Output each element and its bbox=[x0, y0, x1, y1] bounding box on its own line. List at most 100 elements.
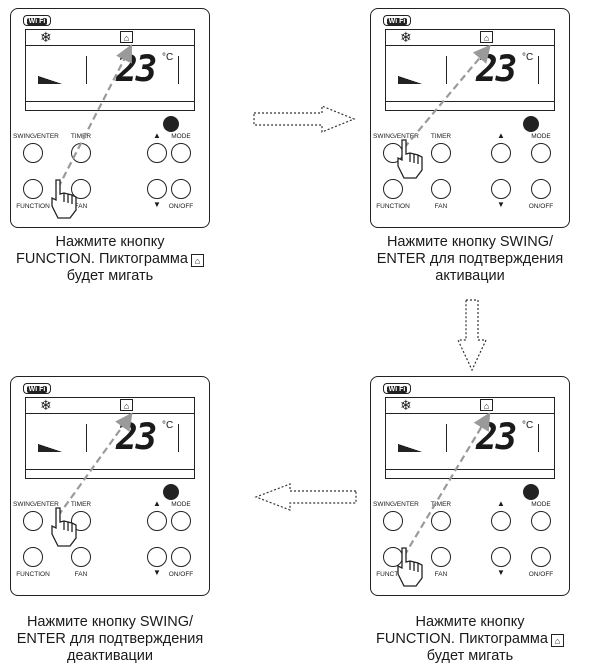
home-icon: ⌂ bbox=[480, 31, 493, 43]
pointing-hand-icon bbox=[51, 179, 77, 219]
wifi-icon: Wi Fi bbox=[23, 383, 51, 394]
home-icon: ⌂ bbox=[550, 634, 564, 647]
snowflake-icon: ❄ bbox=[400, 29, 412, 45]
indicator-led bbox=[523, 484, 539, 500]
fan-label: FAN bbox=[434, 571, 448, 578]
function-button[interactable] bbox=[23, 179, 43, 199]
dashed-pointer-3 bbox=[57, 412, 133, 517]
arrow-up-icon: ▲ bbox=[497, 131, 505, 140]
lcd-display: ❄ ⌂ 23 °C bbox=[25, 397, 195, 479]
remote-panel-step1: Wi Fi ❄ ⌂ 23 °C SWING/ENTER TIMER ▲ MODE… bbox=[10, 8, 210, 228]
function-button[interactable] bbox=[23, 547, 43, 567]
up-button[interactable] bbox=[147, 511, 167, 531]
onoff-label: ON/OFF bbox=[168, 571, 194, 578]
fan-level-icon bbox=[398, 76, 422, 84]
function-label: FUNCTION bbox=[16, 203, 50, 210]
up-button[interactable] bbox=[147, 143, 167, 163]
dashed-pointer-2 bbox=[403, 44, 491, 149]
home-icon: ⌂ bbox=[120, 31, 133, 43]
mode-button[interactable] bbox=[531, 143, 551, 163]
mode-label: MODE bbox=[171, 501, 191, 508]
fan-label: FAN bbox=[434, 203, 448, 210]
fan-button[interactable] bbox=[71, 179, 91, 199]
mode-button[interactable] bbox=[531, 511, 551, 531]
indicator-led bbox=[163, 484, 179, 500]
timer-button[interactable] bbox=[431, 511, 451, 531]
down-button[interactable] bbox=[147, 179, 167, 199]
up-button[interactable] bbox=[491, 511, 511, 531]
arrow-up-icon: ▲ bbox=[497, 499, 505, 508]
fan-label: FAN bbox=[74, 203, 88, 210]
onoff-button[interactable] bbox=[531, 547, 551, 567]
fan-button[interactable] bbox=[71, 547, 91, 567]
arrow-up-icon: ▲ bbox=[153, 499, 161, 508]
arrow-down-icon: ▼ bbox=[153, 568, 161, 577]
swing-enter-button[interactable] bbox=[23, 143, 43, 163]
lcd-display: ❄ ⌂ 23 °C bbox=[25, 29, 195, 111]
timer-label: TIMER bbox=[70, 501, 92, 508]
home-icon: ⌂ bbox=[190, 254, 204, 267]
mode-label: MODE bbox=[171, 133, 191, 140]
swing-enter-label: SWING/ENTER bbox=[373, 133, 419, 140]
mode-button[interactable] bbox=[171, 143, 191, 163]
down-button[interactable] bbox=[491, 547, 511, 567]
home-icon: ⌂ bbox=[120, 399, 133, 411]
function-label: FUNCTION bbox=[376, 571, 410, 578]
wifi-icon: Wi Fi bbox=[23, 15, 51, 26]
caption-step2: Нажмите кнопку SWING/ ENTER для подтверж… bbox=[376, 234, 564, 284]
swing-enter-label: SWING/ENTER bbox=[13, 501, 59, 508]
onoff-button[interactable] bbox=[171, 547, 191, 567]
temperature-unit: °C bbox=[522, 420, 534, 431]
temperature-unit: °C bbox=[162, 420, 174, 431]
up-button[interactable] bbox=[491, 143, 511, 163]
snowflake-icon: ❄ bbox=[400, 397, 412, 413]
mode-label: MODE bbox=[531, 133, 551, 140]
dashed-pointer-1 bbox=[57, 44, 133, 189]
fan-button[interactable] bbox=[431, 547, 451, 567]
mode-button[interactable] bbox=[171, 511, 191, 531]
temperature-unit: °C bbox=[522, 52, 534, 63]
timer-button[interactable] bbox=[431, 143, 451, 163]
indicator-led bbox=[523, 116, 539, 132]
snowflake-icon: ❄ bbox=[40, 29, 52, 45]
swing-enter-button[interactable] bbox=[383, 511, 403, 531]
pointing-hand-icon bbox=[51, 507, 77, 547]
timer-label: TIMER bbox=[430, 501, 452, 508]
caption-step4: Нажмите кнопку SWING/ ENTER для подтверж… bbox=[16, 614, 204, 664]
onoff-button[interactable] bbox=[531, 179, 551, 199]
arrow-down-icon: ▼ bbox=[497, 200, 505, 209]
timer-label: TIMER bbox=[70, 133, 92, 140]
timer-label: TIMER bbox=[430, 133, 452, 140]
swing-enter-button[interactable] bbox=[23, 511, 43, 531]
onoff-label: ON/OFF bbox=[168, 203, 194, 210]
pointing-hand-icon bbox=[397, 547, 423, 587]
function-label: FUNCTION bbox=[376, 203, 410, 210]
wifi-icon: Wi Fi bbox=[383, 383, 411, 394]
fan-button[interactable] bbox=[431, 179, 451, 199]
function-button[interactable] bbox=[383, 179, 403, 199]
arrow-down-icon: ▼ bbox=[153, 200, 161, 209]
remote-panel-step3: Wi Fi ❄ ⌂ 23 °C SWING/ENTER TIMER ▲ MODE… bbox=[370, 376, 570, 596]
onoff-label: ON/OFF bbox=[528, 571, 554, 578]
swing-enter-label: SWING/ENTER bbox=[13, 133, 59, 140]
fan-level-icon bbox=[398, 444, 422, 452]
swing-enter-label: SWING/ENTER bbox=[373, 501, 419, 508]
arrow-down-icon: ▼ bbox=[497, 568, 505, 577]
wifi-icon: Wi Fi bbox=[383, 15, 411, 26]
temperature-unit: °C bbox=[162, 52, 174, 63]
fan-level-icon bbox=[38, 76, 62, 84]
arrow-up-icon: ▲ bbox=[153, 131, 161, 140]
onoff-button[interactable] bbox=[171, 179, 191, 199]
down-button[interactable] bbox=[147, 547, 167, 567]
fan-label: FAN bbox=[74, 571, 88, 578]
indicator-led bbox=[163, 116, 179, 132]
fan-level-icon bbox=[38, 444, 62, 452]
remote-panel-step4: Wi Fi ❄ ⌂ 23 °C SWING/ENTER TIMER ▲ MODE… bbox=[10, 376, 210, 596]
mode-label: MODE bbox=[531, 501, 551, 508]
dashed-pointer-4 bbox=[403, 412, 491, 557]
onoff-label: ON/OFF bbox=[528, 203, 554, 210]
down-button[interactable] bbox=[491, 179, 511, 199]
home-icon: ⌂ bbox=[480, 399, 493, 411]
flow-arrow-right bbox=[253, 105, 356, 133]
